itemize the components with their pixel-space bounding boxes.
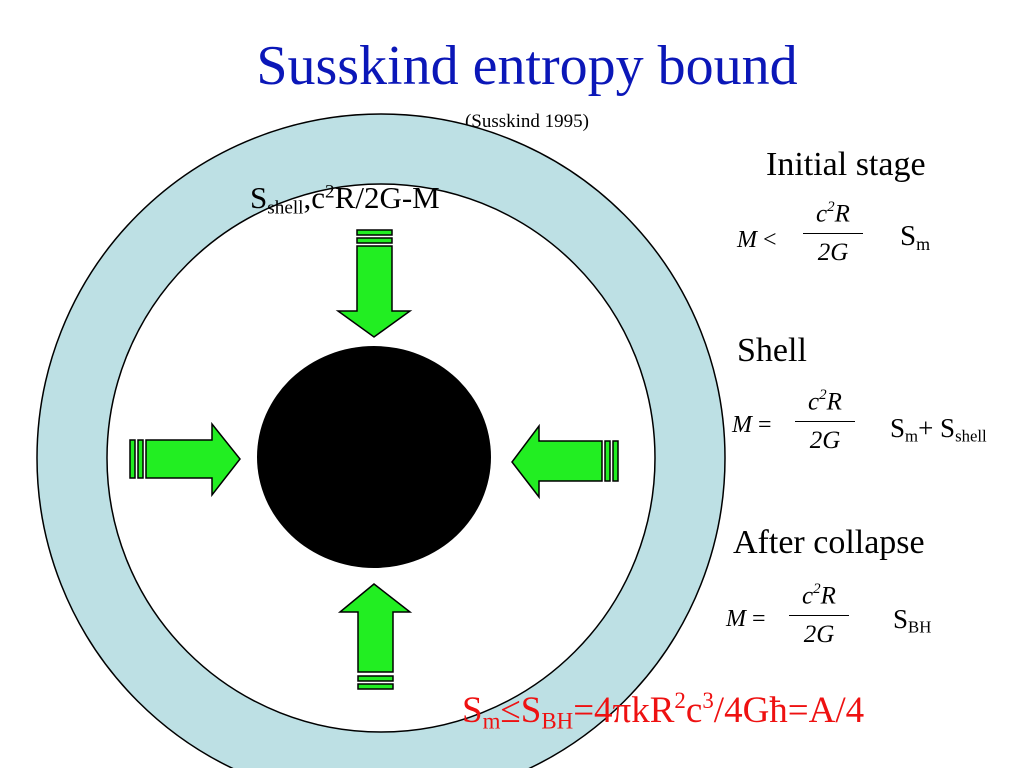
- shell-label: Sshell,c2R/2G-M: [250, 180, 440, 219]
- stage-collapse-equation: M =: [726, 606, 766, 632]
- stage-collapse-fraction: c2R 2G: [789, 582, 849, 647]
- stage-shell-heading: Shell: [737, 332, 807, 369]
- arrow-left: [129, 421, 241, 498]
- arrow-top: [335, 229, 413, 338]
- black-hole: [257, 346, 491, 568]
- stage-collapse-heading: After collapse: [733, 524, 925, 561]
- slide-title: Susskind entropy bound: [256, 35, 798, 97]
- stage-shell-fraction: c2R 2G: [795, 388, 855, 453]
- arrow-right: [511, 423, 619, 500]
- arrow-bottom: [337, 583, 413, 690]
- stage-shell-equation: M =: [732, 412, 772, 438]
- stage-initial-fraction: c2R 2G: [803, 200, 863, 265]
- stage-shell-entropy: Sm+ Sshell: [890, 413, 987, 446]
- entropy-bound-equation: Sm≤SBH=4πkR2c3/4Għ=A/4: [462, 688, 865, 734]
- stage-collapse-entropy: SBH: [893, 604, 932, 637]
- slide-subtitle: (Susskind 1995): [464, 111, 590, 132]
- stage-initial-inequality: M <: [737, 227, 777, 253]
- stage-initial-heading: Initial stage: [766, 146, 926, 183]
- stage-initial-entropy: Sm: [900, 220, 931, 255]
